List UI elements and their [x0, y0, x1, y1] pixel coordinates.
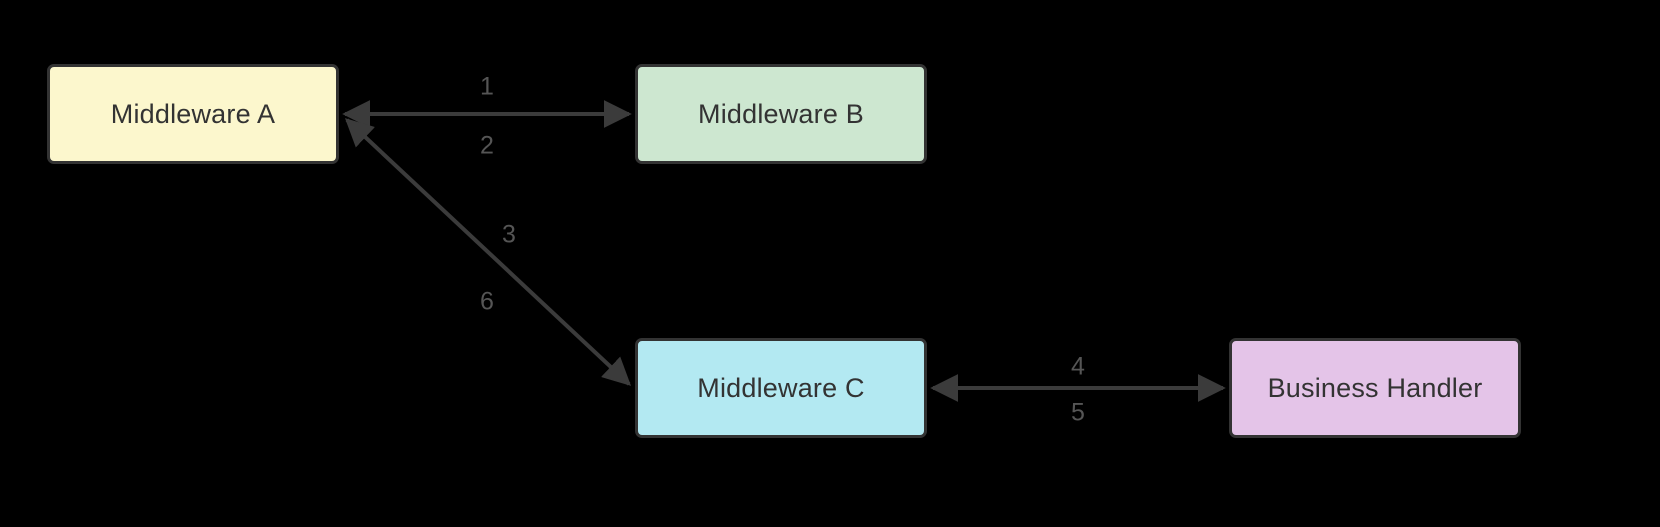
edge-a-c-label-3: 3 [502, 220, 516, 249]
node-middleware-c[interactable]: Middleware C [635, 338, 927, 438]
edge-a-b-label-1: 1 [480, 72, 494, 101]
node-middleware-b-label: Middleware B [698, 98, 864, 129]
edge-c-business-handler-label-5: 5 [1071, 398, 1085, 427]
edge-a-c-line [344, 118, 632, 386]
edge-c-business-handler-label-4: 4 [1071, 352, 1085, 381]
node-middleware-b[interactable]: Middleware B [635, 64, 927, 164]
node-business-handler-label: Business Handler [1267, 372, 1483, 403]
node-middleware-a[interactable]: Middleware A [47, 64, 339, 164]
node-middleware-a-label: Middleware A [110, 98, 276, 129]
edge-a-b-label-2: 2 [480, 131, 494, 160]
node-middleware-c-label: Middleware C [697, 372, 865, 403]
edge-a-c-label-6: 6 [480, 287, 494, 316]
node-business-handler[interactable]: Business Handler [1229, 338, 1521, 438]
